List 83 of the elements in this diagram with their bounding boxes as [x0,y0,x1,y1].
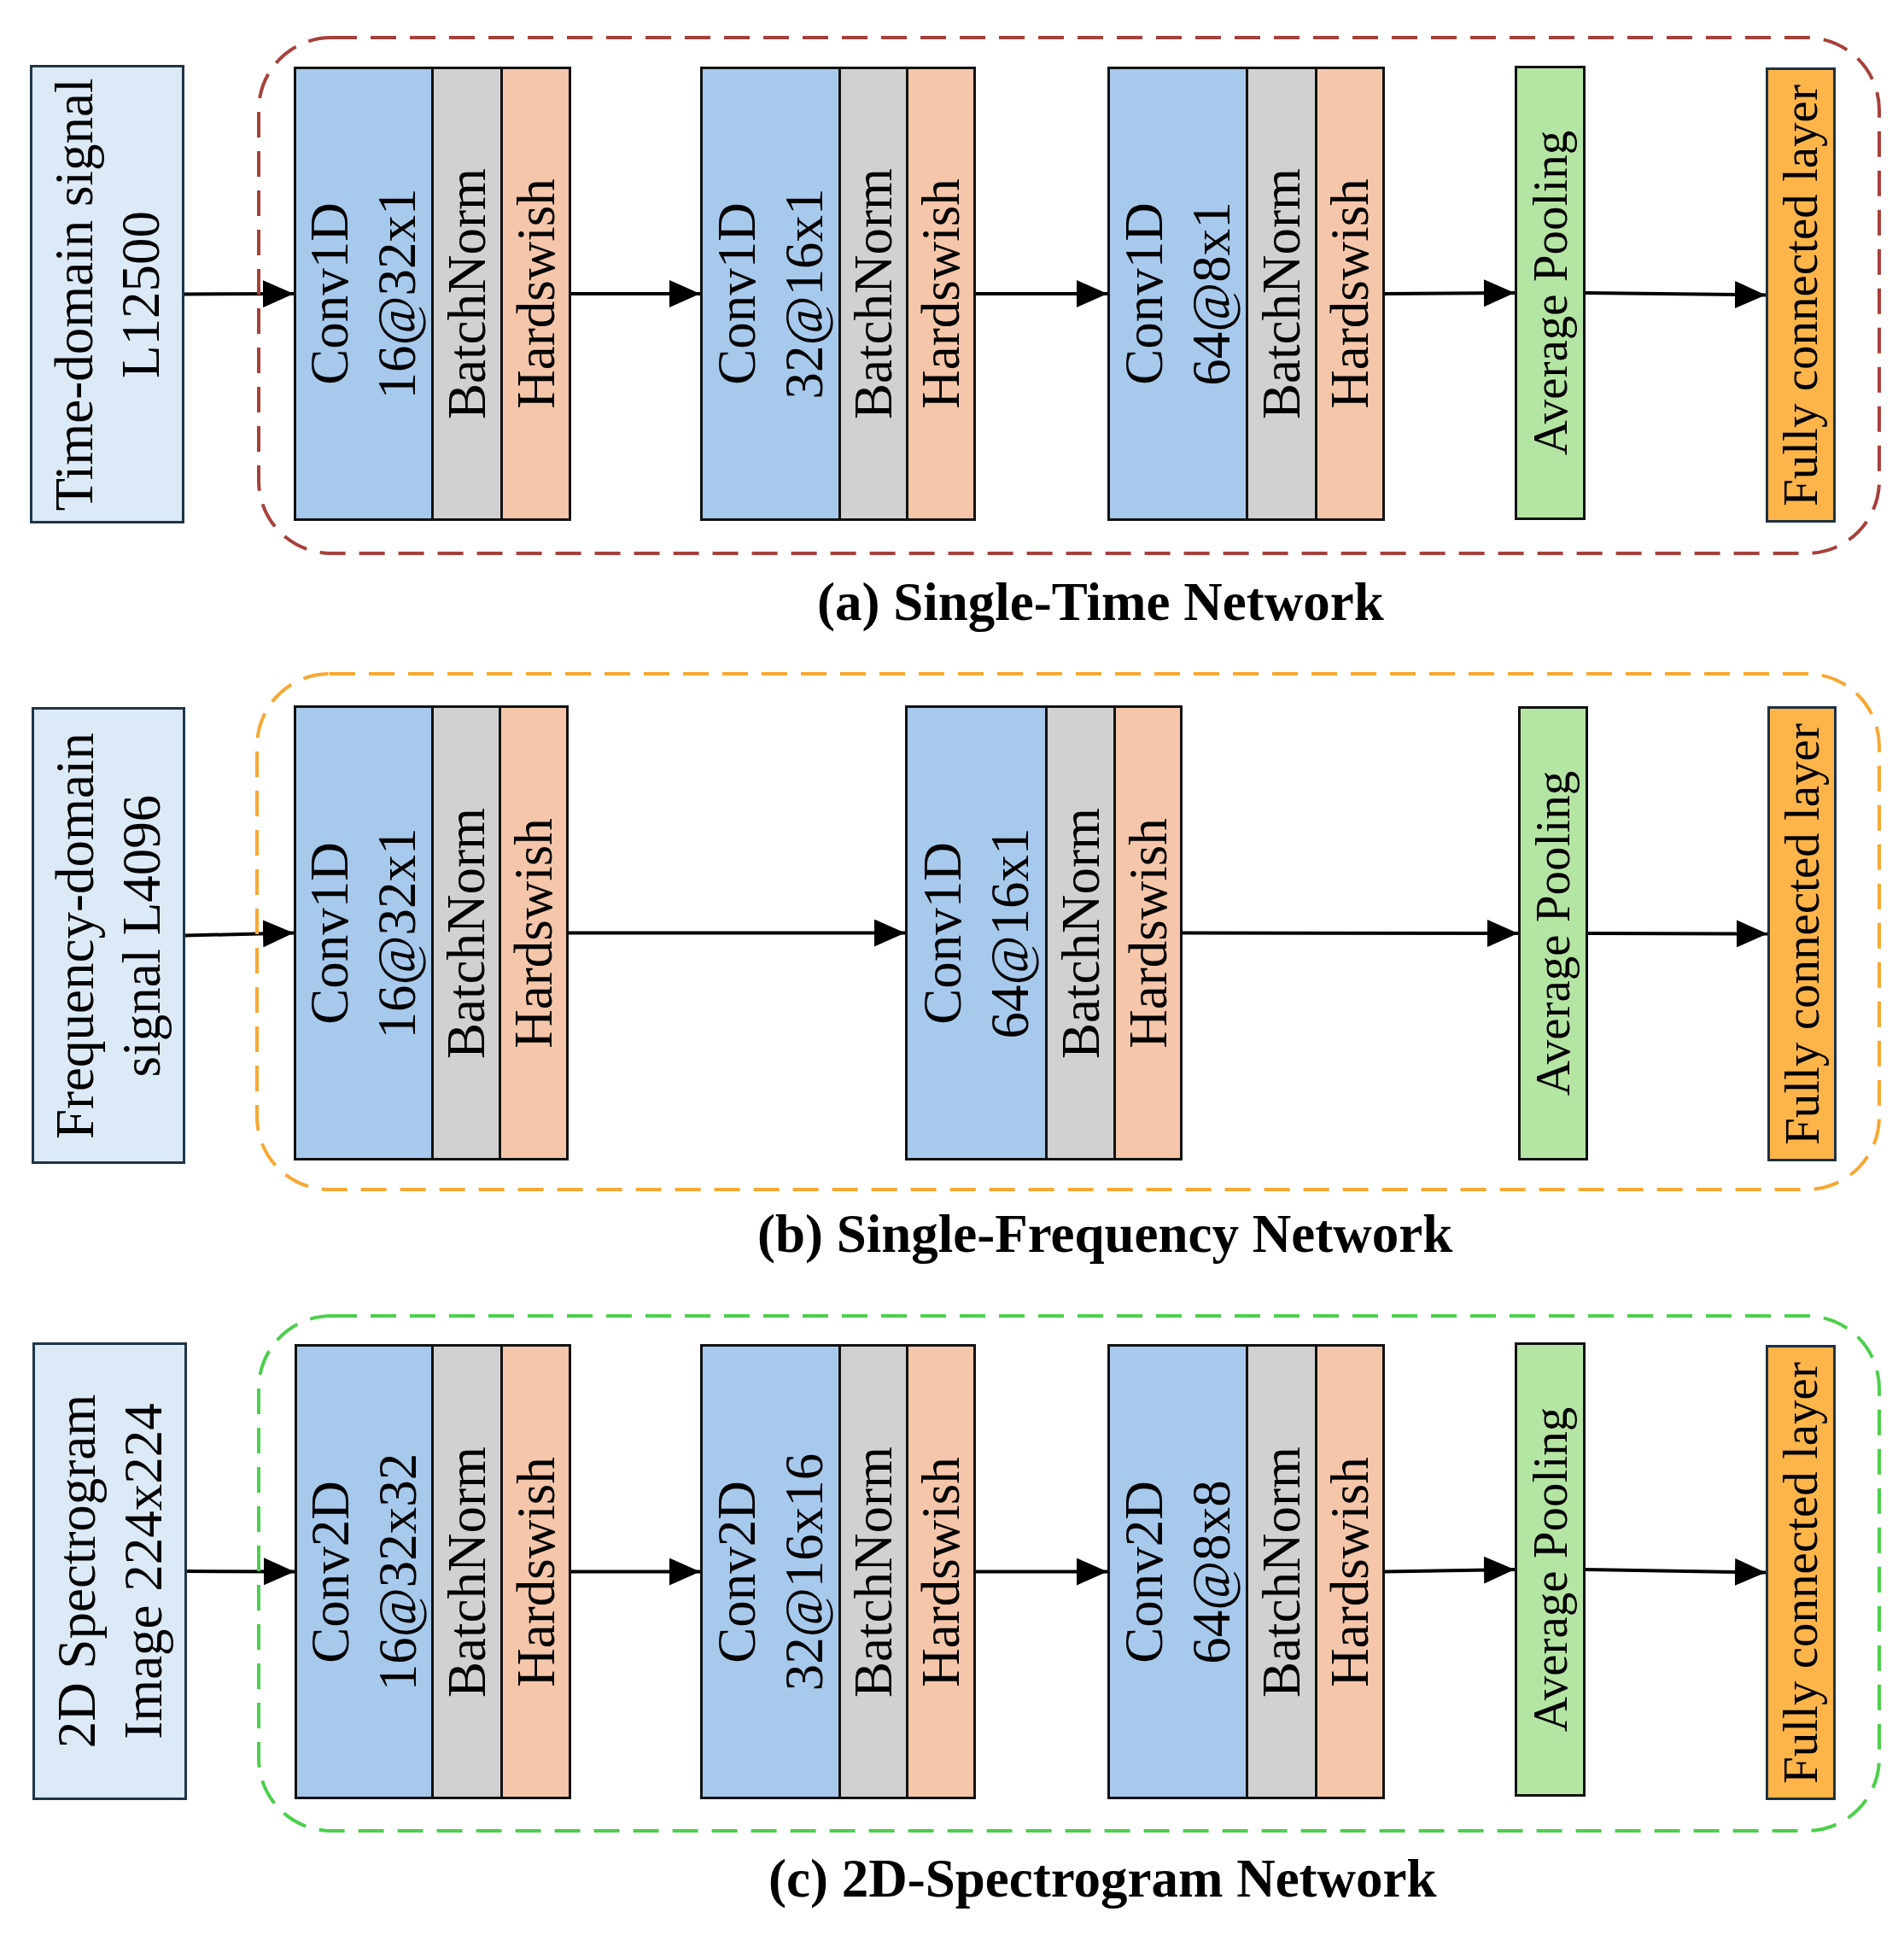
conv-layer-box [1107,1344,1248,1799]
activation-layer-box [1315,1344,1385,1799]
arrow [1585,1558,1767,1586]
conv-layer-box [905,705,1048,1160]
conv-layer-box [295,1344,434,1799]
arrow [184,280,294,308]
layer-label: Hardswish [505,178,567,411]
panel-caption: (a) Single-Time Network [817,571,1384,634]
input-box [32,707,185,1164]
dense-layer-box [1766,67,1836,523]
layer-label: Conv2D 16@32x32 [299,1452,429,1692]
activation-layer-box [499,705,569,1160]
activation-layer-box [906,1344,976,1799]
layer-label: BatchNorm [1250,167,1312,421]
panel-caption: (b) Single-Frequency Network [757,1203,1453,1266]
arrow [1384,1556,1516,1584]
arrow [976,280,1107,307]
layer-label: Hardswish [1318,1455,1381,1689]
layer-label: Fully connected layer [1773,722,1830,1147]
layer-label: Hardswish [909,1455,972,1689]
layer-label: BatchNorm [435,167,498,421]
layer-label: Conv1D 64@8x1 [1113,201,1242,388]
layer-label: Average Pooling [1521,1406,1578,1734]
dense-layer-box [1767,706,1837,1161]
layer-label: Conv2D 32@16x16 [705,1452,835,1692]
panel-caption: (c) 2D-Spectrogram Network [768,1848,1437,1910]
layer-label: Conv1D 64@16x1 [911,827,1041,1040]
layer-label: Conv1D 16@32x1 [299,827,428,1040]
layer-label: BatchNorm [842,1445,904,1699]
input-label: 2D Spectrogram Image 224x224 [45,1393,174,1751]
input-box [32,1342,187,1800]
batchnorm-layer-box [838,67,908,521]
activation-layer-box [1113,705,1183,1160]
layer-label: BatchNorm [1250,1445,1312,1699]
conv-layer-box [1107,67,1248,521]
layer-label: BatchNorm [1049,806,1112,1061]
layer-label: Hardswish [502,816,564,1050]
arrow [976,1558,1107,1586]
input-label: Time-domain signal L12500 [43,77,172,512]
arrow [1183,919,1518,947]
conv-layer-box [700,1344,841,1799]
arrow [1588,920,1767,948]
arrow [569,919,905,947]
layer-label: Conv1D 32@16x1 [705,187,835,401]
layer-label: Conv2D 64@8x8 [1113,1478,1242,1666]
batchnorm-layer-box [838,1344,908,1799]
layer-label: Hardswish [505,1455,567,1689]
arrow [571,280,700,307]
arrow [184,920,295,948]
input-label: Frequency-domain signal L4096 [44,731,172,1141]
batchnorm-layer-box [1246,1344,1317,1799]
layer-label: BatchNorm [435,806,497,1061]
pooling-layer-box [1518,706,1588,1160]
layer-label: BatchNorm [842,167,904,421]
activation-layer-box [500,67,571,521]
layer-label: Hardswish [1318,178,1381,411]
batchnorm-layer-box [431,1344,503,1799]
layer-label: BatchNorm [435,1445,498,1699]
batchnorm-layer-box [431,67,503,521]
input-box [30,65,184,523]
arrow [571,1558,700,1586]
activation-layer-box [906,67,976,521]
layer-label: Hardswish [909,178,972,411]
activation-layer-box [500,1344,571,1799]
arrow [187,1558,295,1586]
activation-layer-box [1315,67,1385,521]
batchnorm-layer-box [431,705,501,1160]
batchnorm-layer-box [1045,705,1116,1160]
layer-label: Average Pooling [1525,769,1581,1098]
conv-layer-box [294,705,434,1160]
arrow [1585,281,1767,309]
batchnorm-layer-box [1246,67,1317,521]
conv-layer-box [700,67,841,521]
layer-label: Fully connected layer [1773,1360,1829,1786]
conv-layer-box [294,67,434,521]
layer-label: Conv1D 16@32x1 [299,187,428,401]
pooling-layer-box [1515,66,1586,520]
dense-layer-box [1766,1345,1836,1800]
layer-label: Average Pooling [1521,129,1578,458]
layer-label: Hardswish [1117,816,1179,1050]
pooling-layer-box [1515,1342,1586,1797]
arrow [1385,279,1515,307]
layer-label: Fully connected layer [1773,83,1829,508]
